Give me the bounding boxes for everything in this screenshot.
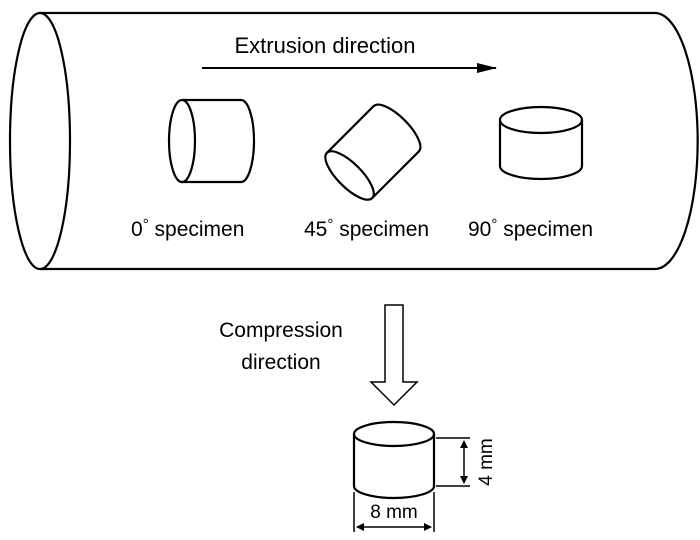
compression-label-line1: Compression (219, 319, 343, 342)
compression-direction-arrow (369, 304, 419, 407)
specimen-90-cylinder (498, 105, 584, 181)
compression-label-line2: direction (241, 351, 320, 374)
extrusion-direction-label: Extrusion direction (235, 33, 416, 58)
extruded-rod (8, 11, 699, 271)
specimen-0-cylinder (167, 98, 256, 184)
height-dimension (436, 437, 470, 487)
specimen-0-label: 0° specimen (131, 216, 244, 241)
compression-specimen-cylinder (352, 420, 436, 500)
specimen-90-label: 90° specimen (468, 216, 593, 241)
rod-outline (40, 11, 699, 271)
specimen-45-label: 45° specimen (304, 216, 429, 241)
specimen-45-cylinder (324, 103, 422, 201)
rod-end-face (8, 11, 72, 271)
height-dimension-label: 4 mm (476, 438, 497, 486)
diameter-dimension (353, 492, 435, 532)
diameter-dimension-label: 8 mm (370, 502, 418, 523)
